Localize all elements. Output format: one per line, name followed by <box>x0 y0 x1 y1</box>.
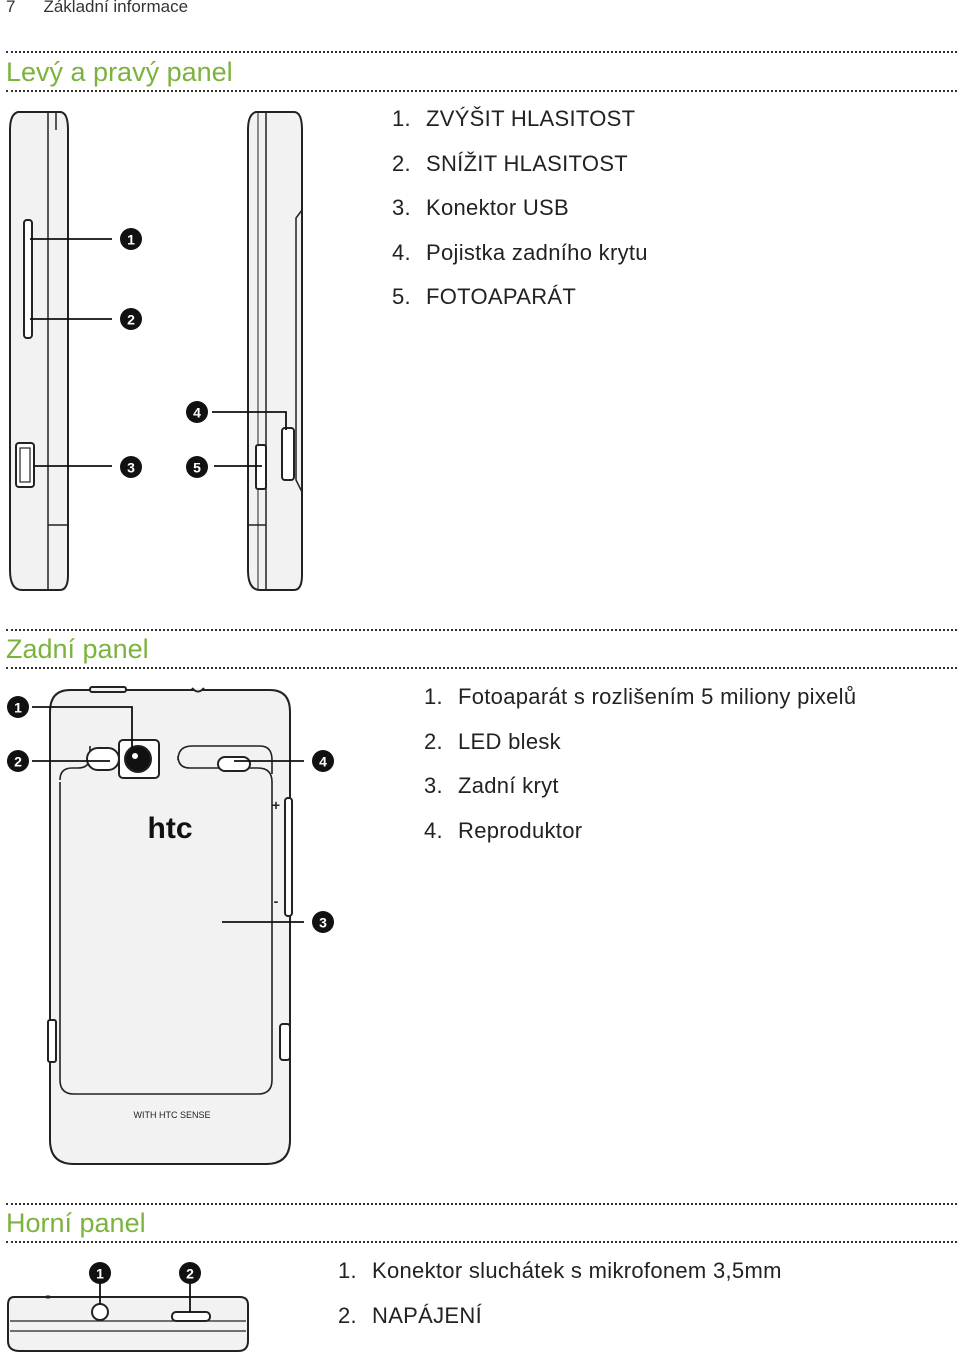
list-item: 2.NAPÁJENÍ <box>338 1302 482 1328</box>
svg-text:5: 5 <box>193 460 201 476</box>
callout: 2 <box>7 750 29 772</box>
cover-label: WITH HTC SENSE <box>133 1110 210 1120</box>
top-legend: 1.Konektor sluchátek s mikrofonem 3,5mm … <box>338 1257 782 1346</box>
section-rule <box>6 629 957 631</box>
list-item: 4.Pojistka zadního krytu <box>392 239 648 265</box>
section-rule <box>6 667 957 669</box>
list-item: 4.Reproduktor <box>424 817 583 843</box>
section-rule <box>6 1203 957 1205</box>
top-panel-figure: 1 2 <box>7 1262 249 1352</box>
callout: 2 <box>179 1262 201 1284</box>
section-title-sides: Levý a pravý panel <box>6 57 233 87</box>
left-side-device <box>9 111 69 591</box>
right-side-device <box>247 111 303 591</box>
svg-text:3: 3 <box>127 460 135 476</box>
svg-text:1: 1 <box>14 700 22 716</box>
list-item: 2.LED blesk <box>424 728 561 754</box>
side-panels-figure: 1 2 3 4 5 <box>9 111 303 591</box>
section-title-back: Zadní panel <box>6 634 149 664</box>
svg-text:2: 2 <box>127 312 135 328</box>
page-number: 7 <box>6 0 16 16</box>
list-item: 2.SNÍŽIT HLASITOST <box>392 150 629 176</box>
callout: 1 <box>7 696 29 718</box>
back-panel-figure: htc WITH HTC SENSE + - 1 2 3 4 <box>7 686 334 1165</box>
callout: 3 <box>120 456 142 478</box>
sides-legend: 1.ZVÝŠIT HLASITOST 2.SNÍŽIT HLASITOST 3.… <box>392 105 648 328</box>
back-device <box>47 686 293 1165</box>
list-item: 3.Zadní kryt <box>424 773 559 799</box>
list-item: 1.ZVÝŠIT HLASITOST <box>392 106 636 131</box>
svg-text:2: 2 <box>14 754 22 770</box>
callout: 5 <box>186 456 208 478</box>
callout: 4 <box>186 401 208 423</box>
section-rule <box>6 51 957 53</box>
volume-minus-mark: - <box>274 893 279 909</box>
callout: 1 <box>89 1262 111 1284</box>
callout: 2 <box>120 308 142 330</box>
section-rule <box>6 1241 957 1243</box>
back-legend: 1.Fotoaparát s rozlišením 5 miliony pixe… <box>424 683 856 861</box>
section-title-top: Horní panel <box>6 1208 146 1238</box>
svg-text:1: 1 <box>96 1266 104 1282</box>
svg-text:4: 4 <box>193 405 201 421</box>
svg-text:4: 4 <box>319 754 327 770</box>
list-item: 5.FOTOAPARÁT <box>392 284 577 310</box>
chapter-title: Základní informace <box>43 0 189 16</box>
section-rule <box>6 90 957 92</box>
svg-text:1: 1 <box>127 232 135 248</box>
list-item: 1.Fotoaparát s rozlišením 5 miliony pixe… <box>424 684 857 709</box>
svg-text:2: 2 <box>186 1266 194 1282</box>
callout: 4 <box>312 750 334 772</box>
callout: 3 <box>312 911 334 933</box>
callout: 1 <box>120 228 142 250</box>
top-device <box>7 1295 249 1352</box>
htc-logo: htc <box>148 812 193 845</box>
volume-plus-mark: + <box>272 797 280 813</box>
list-item: 3.Konektor USB <box>392 195 570 221</box>
svg-text:3: 3 <box>319 915 327 931</box>
page-header: 7 Základní informace <box>6 0 188 17</box>
list-item: 1.Konektor sluchátek s mikrofonem 3,5mm <box>338 1258 782 1283</box>
